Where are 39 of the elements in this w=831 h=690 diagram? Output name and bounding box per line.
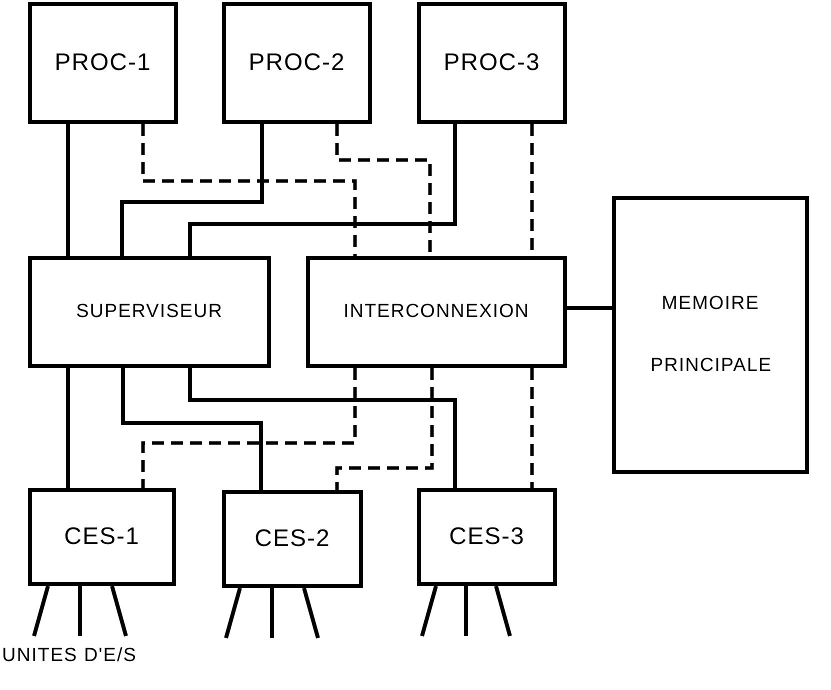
connector-line: [120, 124, 264, 256]
controller-box: [28, 488, 176, 586]
interconnect-box: [306, 256, 567, 368]
memory-box: [612, 196, 809, 474]
io-units-label: UNITES D'E/S: [2, 645, 137, 667]
node-label: CES-2: [254, 525, 330, 553]
io-line: [32, 585, 50, 637]
io-line: [224, 587, 242, 639]
node-label: CES-1: [64, 523, 140, 551]
io-line: [494, 585, 512, 637]
node-label: SUPERVISEUR: [76, 301, 223, 323]
node-label: CES-3: [449, 523, 525, 551]
node-label: PROC-2: [248, 49, 346, 77]
io-line: [270, 588, 274, 638]
node-label: MEMOIRE PRINCIPALE: [650, 292, 770, 378]
processor-box: [222, 2, 372, 124]
io-line: [302, 587, 320, 639]
connector-line: [66, 368, 70, 488]
controller-box: [417, 488, 557, 586]
dashed-connector: [530, 368, 534, 488]
connector-line: [567, 306, 612, 310]
io-line: [110, 585, 128, 637]
dashed-connector: [141, 368, 357, 488]
io-line: [420, 585, 438, 637]
supervisor-box: [28, 256, 271, 368]
io-line: [78, 586, 82, 636]
controller-box: [222, 490, 363, 588]
connector-line: [188, 368, 457, 488]
io-line: [464, 586, 468, 636]
processor-box: [417, 2, 567, 124]
node-label: INTERCONNEXION: [343, 301, 530, 323]
dashed-connector: [141, 124, 357, 256]
connector-line: [121, 368, 263, 490]
connector-line: [188, 124, 457, 256]
connector-line: [66, 124, 70, 256]
node-label: PROC-1: [54, 49, 152, 77]
dashed-connector: [335, 368, 434, 490]
processor-box: [28, 2, 178, 124]
node-label: PROC-3: [444, 49, 540, 77]
